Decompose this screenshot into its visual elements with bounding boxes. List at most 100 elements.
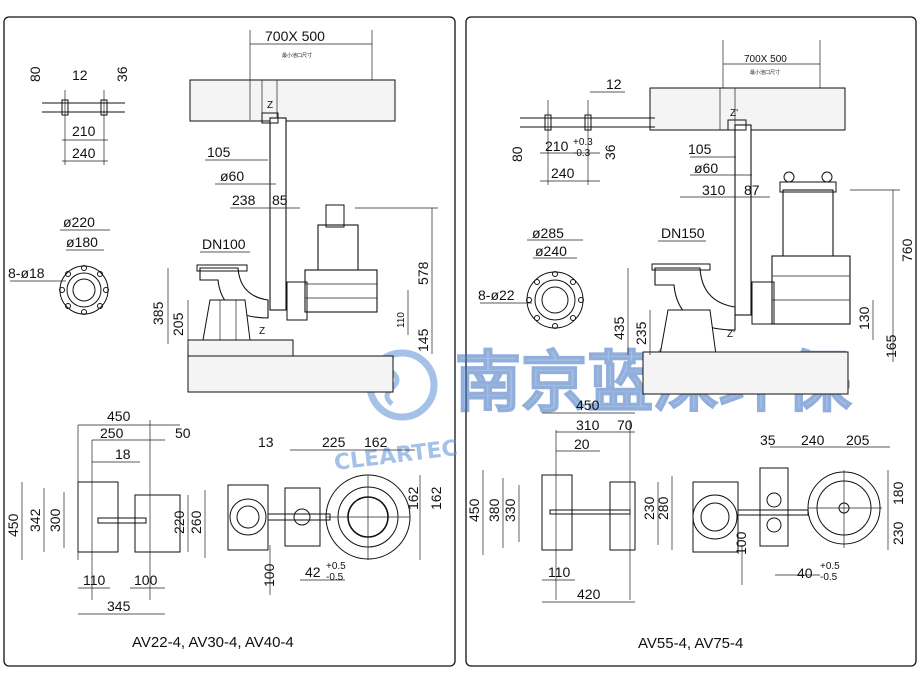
section-z-top: Z xyxy=(267,100,273,111)
dim-phi240: ø240 xyxy=(535,243,567,259)
dim-18: 18 xyxy=(115,446,131,462)
dim-180-right: 180 xyxy=(890,481,906,505)
dim-70-right: 70 xyxy=(617,417,633,433)
left-model-caption: AV22-4, AV30-4, AV40-4 xyxy=(132,634,294,651)
dim-250: 250 xyxy=(100,425,124,441)
right-plan-pump-top: 35 240 205 180 230 100 40 +0.5 -0.5 xyxy=(692,432,906,585)
left-plan-pump-top: 13 225 162 162 162 100 42 +0.5 -0.5 xyxy=(227,434,444,595)
right-motor xyxy=(782,189,834,259)
dim-450-vert-right: 450 xyxy=(466,498,482,522)
dim-240: 240 xyxy=(72,145,96,161)
dim-310b-right: 310 xyxy=(576,417,600,433)
left-bottom-slab xyxy=(187,355,394,393)
dim-8-phi22: 8-ø22 xyxy=(478,287,515,303)
right-panel-frame xyxy=(465,16,917,667)
dim-300: 300 xyxy=(47,508,63,532)
dim-105-right: 105 xyxy=(688,141,712,157)
dim-230-right: 230 xyxy=(641,496,657,520)
section-z-prime-bottom: Z' xyxy=(727,329,735,340)
dim-225: 225 xyxy=(322,434,346,450)
dim-345: 345 xyxy=(107,598,131,614)
section-z-prime-top: Z' xyxy=(730,108,738,119)
dim-210: 210 xyxy=(72,123,96,139)
dim-220: 220 xyxy=(171,510,187,534)
dim-450-right: 450 xyxy=(576,397,600,413)
dim-dn100: DN100 xyxy=(202,236,246,252)
left-guide-rail xyxy=(269,117,287,311)
left-panel-frame xyxy=(3,16,456,667)
dim-450-vert: 450 xyxy=(5,513,21,537)
dim-238: 238 xyxy=(232,192,256,208)
dim-205-right: 205 xyxy=(846,432,870,448)
dim-235: 235 xyxy=(633,321,649,345)
dim-42: 42 xyxy=(305,564,321,580)
dim-87-right: 87 xyxy=(744,182,760,198)
dim-260: 260 xyxy=(188,510,204,534)
dim-330-right: 330 xyxy=(502,498,518,522)
dim-85: 85 xyxy=(272,192,288,208)
dim-162-top: 162 xyxy=(364,434,388,450)
dim-760: 760 xyxy=(899,238,915,262)
right-guide-rail xyxy=(734,124,752,316)
dim-385: 385 xyxy=(150,301,166,325)
left-rail-bracket-detail: 12 36 80 210 240 xyxy=(27,66,130,165)
dim-phi60-right: ø60 xyxy=(694,160,718,176)
svg-text:最小池口尺寸: 最小池口尺寸 xyxy=(282,52,312,59)
dim-12: 12 xyxy=(72,67,88,83)
dim-phi60: ø60 xyxy=(220,168,244,184)
dim-phi285: ø285 xyxy=(532,225,564,241)
dim-450: 450 xyxy=(107,408,131,424)
section-z-bottom: Z xyxy=(259,326,265,337)
tol-down-40: -0.5 xyxy=(820,572,838,583)
dim-phi220: ø220 xyxy=(63,214,95,230)
dim-162-right2: 162 xyxy=(428,486,444,510)
dim-205: 205 xyxy=(170,312,186,336)
left-side-elevation: 700X 500 最小池口尺寸 105 ø60 238 85 DN100 385… xyxy=(150,28,438,393)
dim-310-right: 310 xyxy=(702,182,726,198)
dim-20-right: 20 xyxy=(574,436,590,452)
dim-145: 145 xyxy=(415,328,431,352)
left-discharge-elbow xyxy=(199,267,269,319)
right-pump-body xyxy=(771,255,851,325)
dim-342: 342 xyxy=(27,508,43,532)
dim-162-right: 162 xyxy=(405,486,421,510)
dim-380-right: 380 xyxy=(486,498,502,522)
dim-110: 110 xyxy=(396,312,407,328)
right-rail-bracket-detail: 12 80 210 +0.3 -0.3 36 240 xyxy=(509,76,655,185)
dim-12-right: 12 xyxy=(606,76,622,92)
right-model-caption: AV55-4, AV75-4 xyxy=(638,635,743,652)
right-bottom-slab xyxy=(642,351,849,395)
dim-phi180: ø180 xyxy=(66,234,98,250)
right-plan-rail-base: 450 310 70 20 450 380 330 230 280 110 42… xyxy=(466,397,673,603)
dim-435: 435 xyxy=(611,316,627,340)
svg-text:最小池口尺寸: 最小池口尺寸 xyxy=(750,69,780,76)
left-pump-body xyxy=(304,269,378,313)
dim-36-right: 36 xyxy=(602,144,618,160)
dim-8-phi18: 8-ø18 xyxy=(8,265,45,281)
dim-700x500: 700X 500 xyxy=(265,28,325,44)
dim-420-right: 420 xyxy=(577,586,601,602)
dim-80: 80 xyxy=(27,66,43,82)
dim-230b-right: 230 xyxy=(890,521,906,545)
tol-up-210: +0.3 xyxy=(573,137,593,148)
left-stand xyxy=(202,299,251,341)
dim-13: 13 xyxy=(258,434,274,450)
dim-210-right: 210 xyxy=(545,138,569,154)
dim-100: 100 xyxy=(134,572,158,588)
right-discharge-elbow xyxy=(654,267,736,331)
dim-110: 110 xyxy=(83,572,106,588)
right-stand xyxy=(659,309,717,356)
dim-80-right: 80 xyxy=(509,146,525,162)
dim-105: 105 xyxy=(207,144,231,160)
dim-dn150: DN150 xyxy=(661,225,705,241)
right-top-slab xyxy=(649,87,846,131)
right-side-elevation: 700X 500 最小池口尺寸 105 ø60 310 87 DN150 435… xyxy=(611,40,915,395)
tol-up-42: +0.5 xyxy=(326,561,346,572)
dim-110-right: 110 xyxy=(548,564,571,580)
dim-700x500-right: 700X 500 xyxy=(744,54,787,65)
dim-50: 50 xyxy=(175,425,191,441)
dim-35-right: 35 xyxy=(760,432,776,448)
dim-100-right: 100 xyxy=(733,531,749,555)
